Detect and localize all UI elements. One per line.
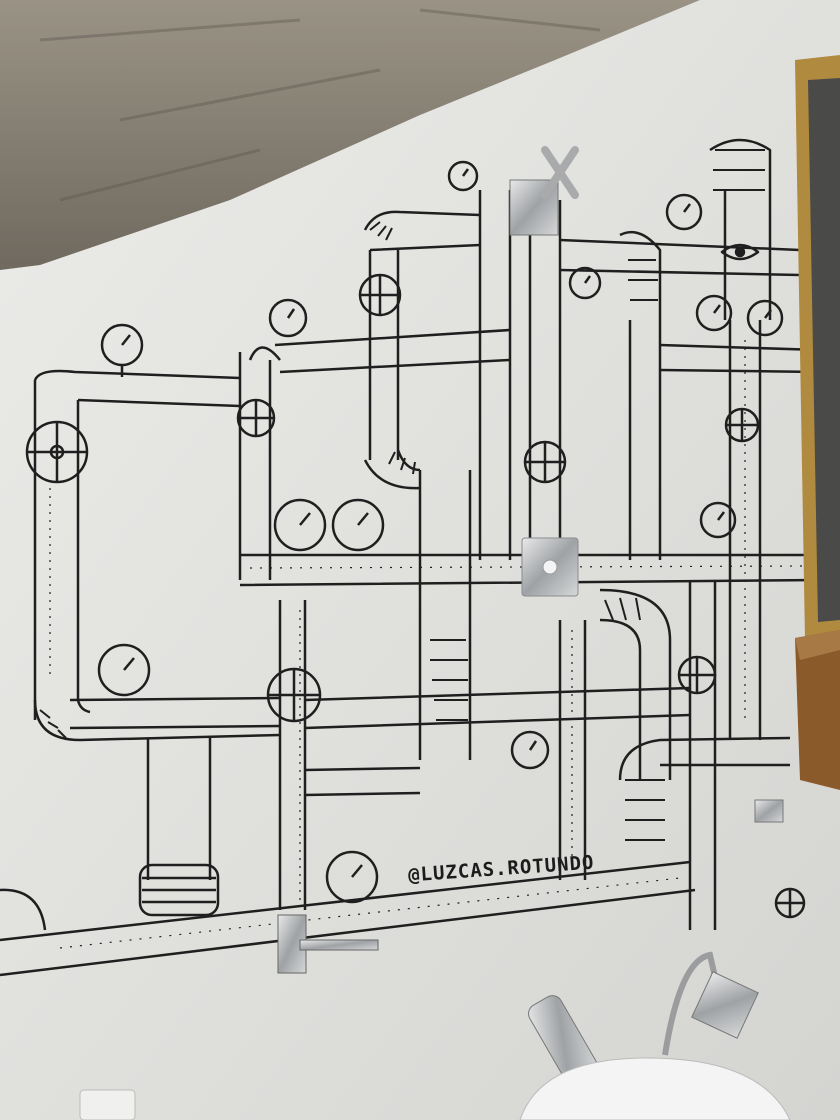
wooden-counter — [795, 630, 840, 790]
mirror-frame — [795, 55, 840, 640]
flush-button-plate — [521, 537, 579, 597]
shower-valve-handle — [509, 146, 579, 236]
pressure-gauge-icons — [97, 160, 784, 904]
toilet-paper-holder — [277, 914, 379, 974]
eye-icon — [720, 243, 760, 261]
toilet — [519, 995, 791, 1120]
valve-wheel-icons — [25, 273, 806, 919]
wall-outlet — [79, 1089, 136, 1120]
pipe-mural — [0, 138, 821, 977]
concrete-ceiling — [0, 0, 700, 270]
bidet-hose — [662, 951, 759, 1056]
